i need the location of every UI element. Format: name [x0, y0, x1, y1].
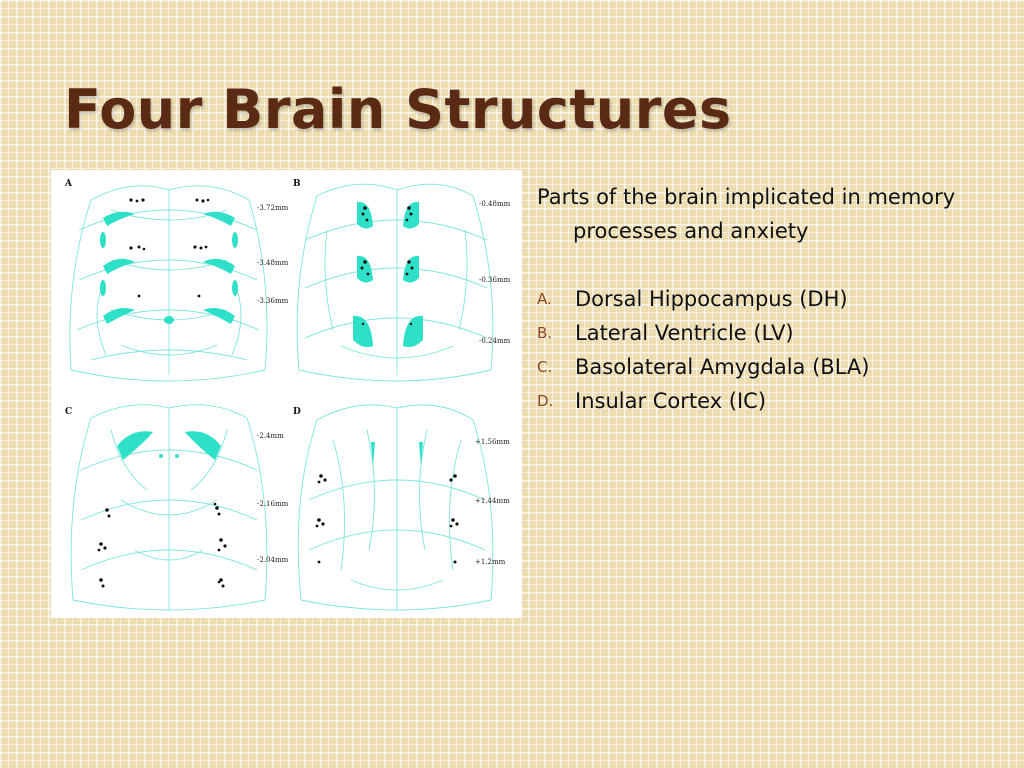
panel-a-coord: -3.72mm	[257, 204, 289, 212]
panel-a: A -3	[64, 179, 289, 382]
panel-c-coord: -2.16mm	[257, 500, 289, 508]
panel-a-coord: -3.36mm	[257, 297, 289, 305]
brain-sections-image: A -3	[64, 179, 511, 611]
list-item-text: Lateral Ventricle (LV)	[575, 321, 794, 345]
list-marker: B.	[537, 324, 553, 342]
panel-d-coord: +1.44mm	[475, 497, 510, 505]
panel-d-label: D	[293, 407, 301, 417]
list-item-text: Dorsal Hippocampus (DH)	[575, 287, 848, 311]
list-item-text: Insular Cortex (IC)	[575, 389, 767, 413]
slide-title: Four Brain Structures	[64, 78, 732, 141]
list-item: C. Basolateral Amygdala (BLA)	[537, 350, 997, 384]
list-marker: A.	[537, 290, 552, 308]
panel-d: D +1.56mm +1.44mm +1.2mm	[293, 404, 510, 611]
panel-c-coord: -2.04mm	[257, 556, 289, 564]
panel-b-coord: -0.24mm	[479, 337, 511, 345]
panel-b: B -0.48mm -0.36mm -0.24mm	[293, 179, 511, 382]
list-marker: D.	[537, 392, 554, 410]
panel-c-sections	[70, 404, 268, 611]
structure-list: A. Dorsal Hippocampus (DH) B. Lateral Ve…	[537, 282, 997, 418]
panel-d-coord: +1.56mm	[475, 438, 510, 446]
panel-a-sections	[69, 185, 268, 382]
panel-b-placements	[360, 206, 414, 326]
list-item-text: Basolateral Amygdala (BLA)	[575, 355, 870, 379]
panel-d-placements	[315, 474, 459, 564]
panel-b-label: B	[293, 179, 301, 189]
panel-c-placements	[97, 502, 227, 588]
intro-text: Parts of the brain implicated in memory …	[537, 185, 956, 243]
list-item: A. Dorsal Hippocampus (DH)	[537, 282, 997, 316]
panel-d-sections	[297, 404, 494, 611]
panel-b-sections	[296, 183, 494, 382]
list-item: D. Insular Cortex (IC)	[537, 384, 997, 418]
panel-a-placements	[129, 198, 210, 298]
panel-c-coord: -2.4mm	[257, 432, 284, 440]
slide-body: Parts of the brain implicated in memory …	[537, 180, 997, 418]
panel-c: C -2.4mm -2.16mm -2.04mm	[65, 404, 289, 611]
panel-a-coord: -3.48mm	[257, 259, 289, 267]
list-marker: C.	[537, 358, 553, 376]
panel-d-coord: +1.2mm	[475, 558, 506, 566]
panel-c-label: C	[65, 407, 72, 417]
panel-b-coord: -0.36mm	[479, 276, 511, 284]
panel-b-coord: -0.48mm	[479, 200, 511, 208]
brain-atlas-figure: A -3	[51, 170, 522, 618]
panel-a-label: A	[64, 179, 73, 189]
list-item: B. Lateral Ventricle (LV)	[537, 316, 997, 350]
